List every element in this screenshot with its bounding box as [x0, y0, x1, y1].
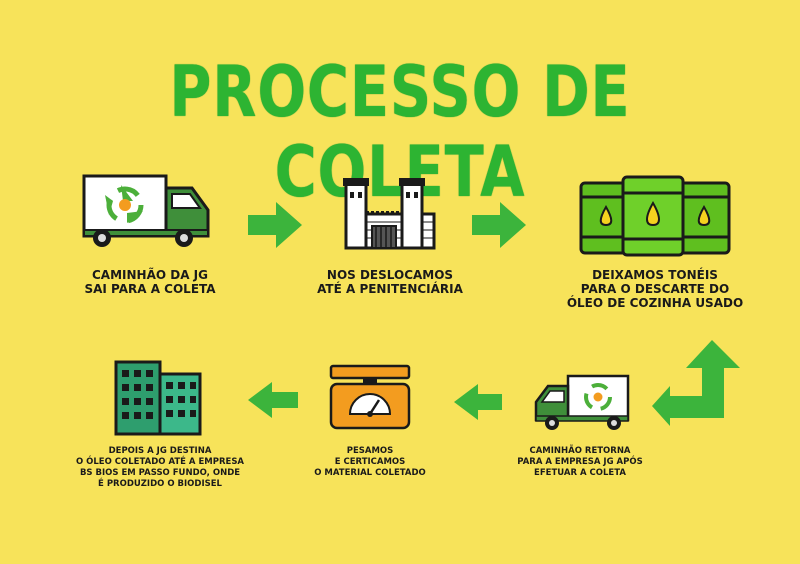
step-6-line-2: O ÓLEO COLETADO ATÉ A EMPRESA — [75, 457, 245, 467]
step-6-line-4: É PRODUZIDO O BIODISEL — [98, 479, 222, 489]
step-4-line-3: EFETUAR A COLETA — [534, 468, 626, 478]
step-4-line-1: CAMINHÃO RETORNA — [529, 446, 631, 456]
step-6-line-3: BS BIOS EM PASSO FUNDO, ONDE — [79, 468, 241, 478]
step-2-line-2: ATÉ A PENITENCIÁRIA — [317, 282, 463, 296]
step-1-line-2: SAI PARA A COLETA — [84, 282, 216, 296]
arrow-turn-icon — [652, 340, 740, 426]
arrow-right-icon — [248, 202, 302, 248]
arrow-right-icon — [472, 202, 526, 248]
step-3-line-3: ÓLEO DE COZINHA USADO — [566, 296, 744, 310]
arrow-left-icon — [454, 384, 502, 420]
step-2-caption: NOS DESLOCAMOS ATÉ A PENITENCIÁRIA — [300, 268, 480, 296]
barrels-icon — [579, 175, 731, 257]
step-5-line-1: PESAMOS — [346, 446, 394, 456]
step-3-caption: DEIXAMOS TONÉIS PARA O DESCARTE DO ÓLEO … — [555, 268, 755, 310]
truck-return-icon — [534, 374, 630, 430]
scale-icon — [329, 364, 411, 430]
step-1-caption: CAMINHÃO DA JG SAI PARA A COLETA — [60, 268, 240, 296]
page-title: PROCESSO DE COLETA — [169, 51, 631, 213]
step-3-line-1: DEIXAMOS TONÉIS — [592, 268, 718, 282]
step-6-caption: DEPOIS A JG DESTINA O ÓLEO COLETADO ATÉ … — [60, 446, 260, 490]
step-1-line-1: CAMINHÃO DA JG — [92, 268, 208, 282]
arrow-left-icon — [248, 382, 298, 418]
step-3-line-2: PARA O DESCARTE DO — [580, 282, 730, 296]
step-6-line-1: DEPOIS A JG DESTINA — [108, 446, 212, 456]
step-5-line-3: O MATERIAL COLETADO — [314, 468, 426, 478]
step-2-line-1: NOS DESLOCAMOS — [326, 268, 454, 282]
building-icon — [114, 360, 202, 436]
step-4-line-2: PARA A EMPRESA JG APÓS — [517, 457, 643, 467]
penitentiary-icon — [343, 178, 436, 250]
truck-icon — [82, 174, 210, 247]
step-4-caption: CAMINHÃO RETORNA PARA A EMPRESA JG APÓS … — [500, 446, 660, 479]
step-5-line-2: E CERTICAMOS — [334, 457, 406, 467]
step-5-caption: PESAMOS E CERTICAMOS O MATERIAL COLETADO — [290, 446, 450, 479]
